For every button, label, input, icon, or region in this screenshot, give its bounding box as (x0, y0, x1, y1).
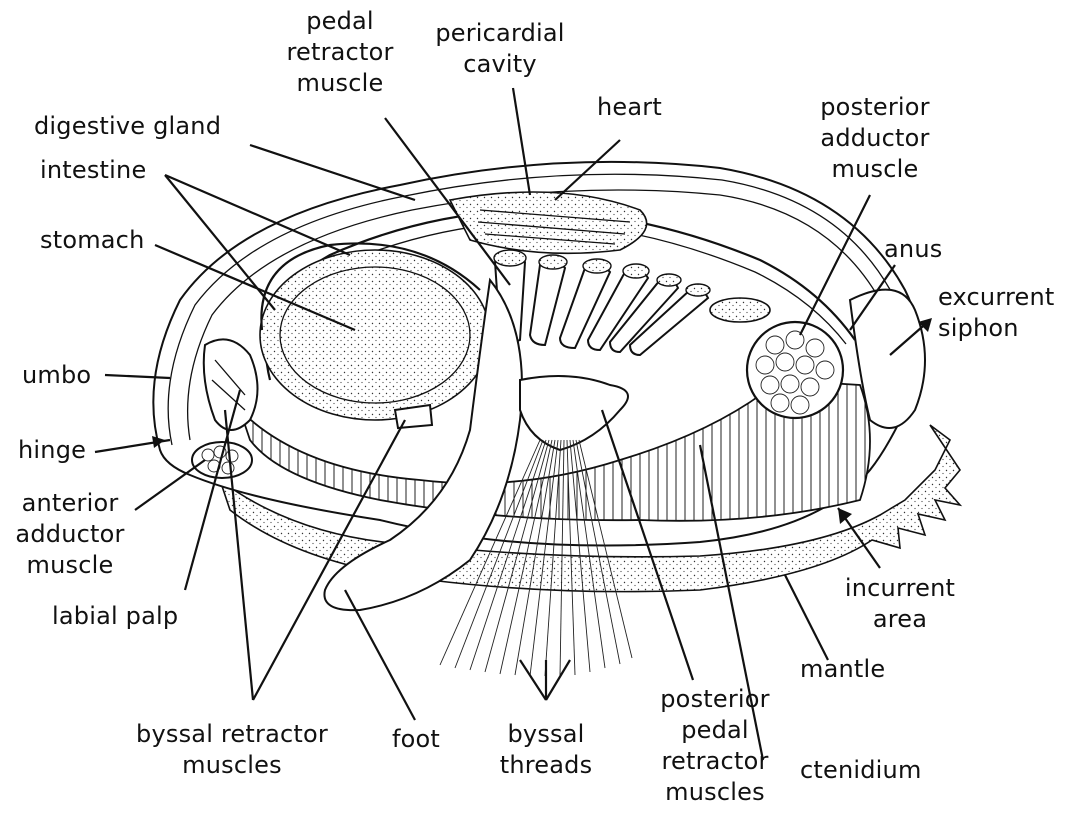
label-pedal-retractor-muscle: pedal retractor muscle (280, 6, 400, 99)
label-incurrent-area: incurrent area (830, 573, 970, 635)
label-stomach: stomach (40, 225, 145, 256)
label-posterior-adductor-muscle: posterior adductor muscle (800, 92, 950, 185)
label-labial-palp: labial palp (52, 601, 178, 632)
label-foot: foot (392, 724, 440, 755)
label-anus: anus (884, 234, 942, 265)
label-umbo: umbo (22, 360, 91, 391)
byssal-retractor-shape (395, 405, 432, 428)
label-digestive-gland: digestive gland (34, 111, 221, 142)
anterior-adductor-muscle (192, 442, 252, 478)
label-heart: heart (597, 92, 662, 123)
stomach-gland (260, 250, 490, 420)
label-pericardial-cavity: pericardial cavity (420, 18, 580, 80)
label-hinge: hinge (18, 435, 86, 466)
label-mantle: mantle (800, 654, 885, 685)
label-intestine: intestine (40, 155, 146, 186)
label-posterior-pedal-retractor-muscles: posterior pedal retractor muscles (640, 684, 790, 808)
label-byssal-retractor-muscles: byssal retractor muscles (112, 719, 352, 781)
label-byssal-threads: byssal threads (488, 719, 604, 781)
posterior-adductor-muscle (747, 322, 843, 418)
label-ctenidium: ctenidium (800, 755, 922, 786)
label-anterior-adductor-muscle: anterior adductor muscle (2, 488, 138, 581)
label-excurrent-siphon: excurrent siphon (938, 282, 1055, 344)
